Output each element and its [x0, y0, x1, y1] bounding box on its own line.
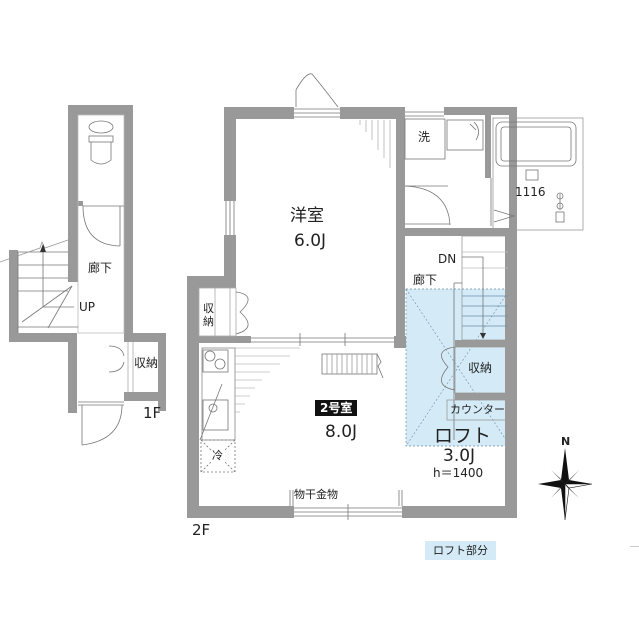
second-floor-fixtures — [198, 73, 584, 520]
first-floor-fixtures — [0, 114, 134, 446]
washroom-label: 洗 — [418, 130, 431, 144]
drying-rod-label: 物干金物 — [294, 488, 338, 501]
first-floor-walls — [9, 105, 166, 413]
loft-size: 3.0J — [443, 446, 476, 466]
loft-height: h＝1400 — [433, 466, 484, 480]
first-floor-corridor-label: 廊下 — [88, 261, 113, 275]
fridge-label: 冷 — [212, 449, 223, 462]
main-room-size: 8.0J — [325, 422, 358, 442]
second-floor-storage-label: 収納 — [203, 302, 214, 328]
loft-storage-label: 収納 — [468, 361, 493, 375]
loft-label: ロフト — [434, 425, 492, 447]
floor-tag-2f: 2F — [192, 521, 211, 539]
stairs-down-label: DN — [438, 252, 457, 266]
compass-north-label: N — [561, 435, 571, 448]
western-room-size: 6.0J — [294, 231, 327, 251]
counter-label: カウンター — [450, 403, 505, 416]
bath-label: 1116 — [515, 185, 546, 199]
loft-legend: ロフト部分 — [425, 541, 496, 560]
second-floor-corridor-label: 廊下 — [413, 273, 438, 287]
compass-icon — [538, 448, 593, 521]
edge-mark — [630, 546, 639, 547]
loft-area — [405, 288, 511, 447]
first-floor-storage-label: 収納 — [134, 356, 159, 370]
floor-tag-1f: 1F — [143, 404, 162, 422]
stairs-up-label: UP — [79, 300, 96, 314]
second-floor-walls — [187, 107, 517, 518]
western-room-label: 洋室 — [290, 206, 324, 226]
unit-number-badge: 2号室 — [315, 400, 358, 416]
